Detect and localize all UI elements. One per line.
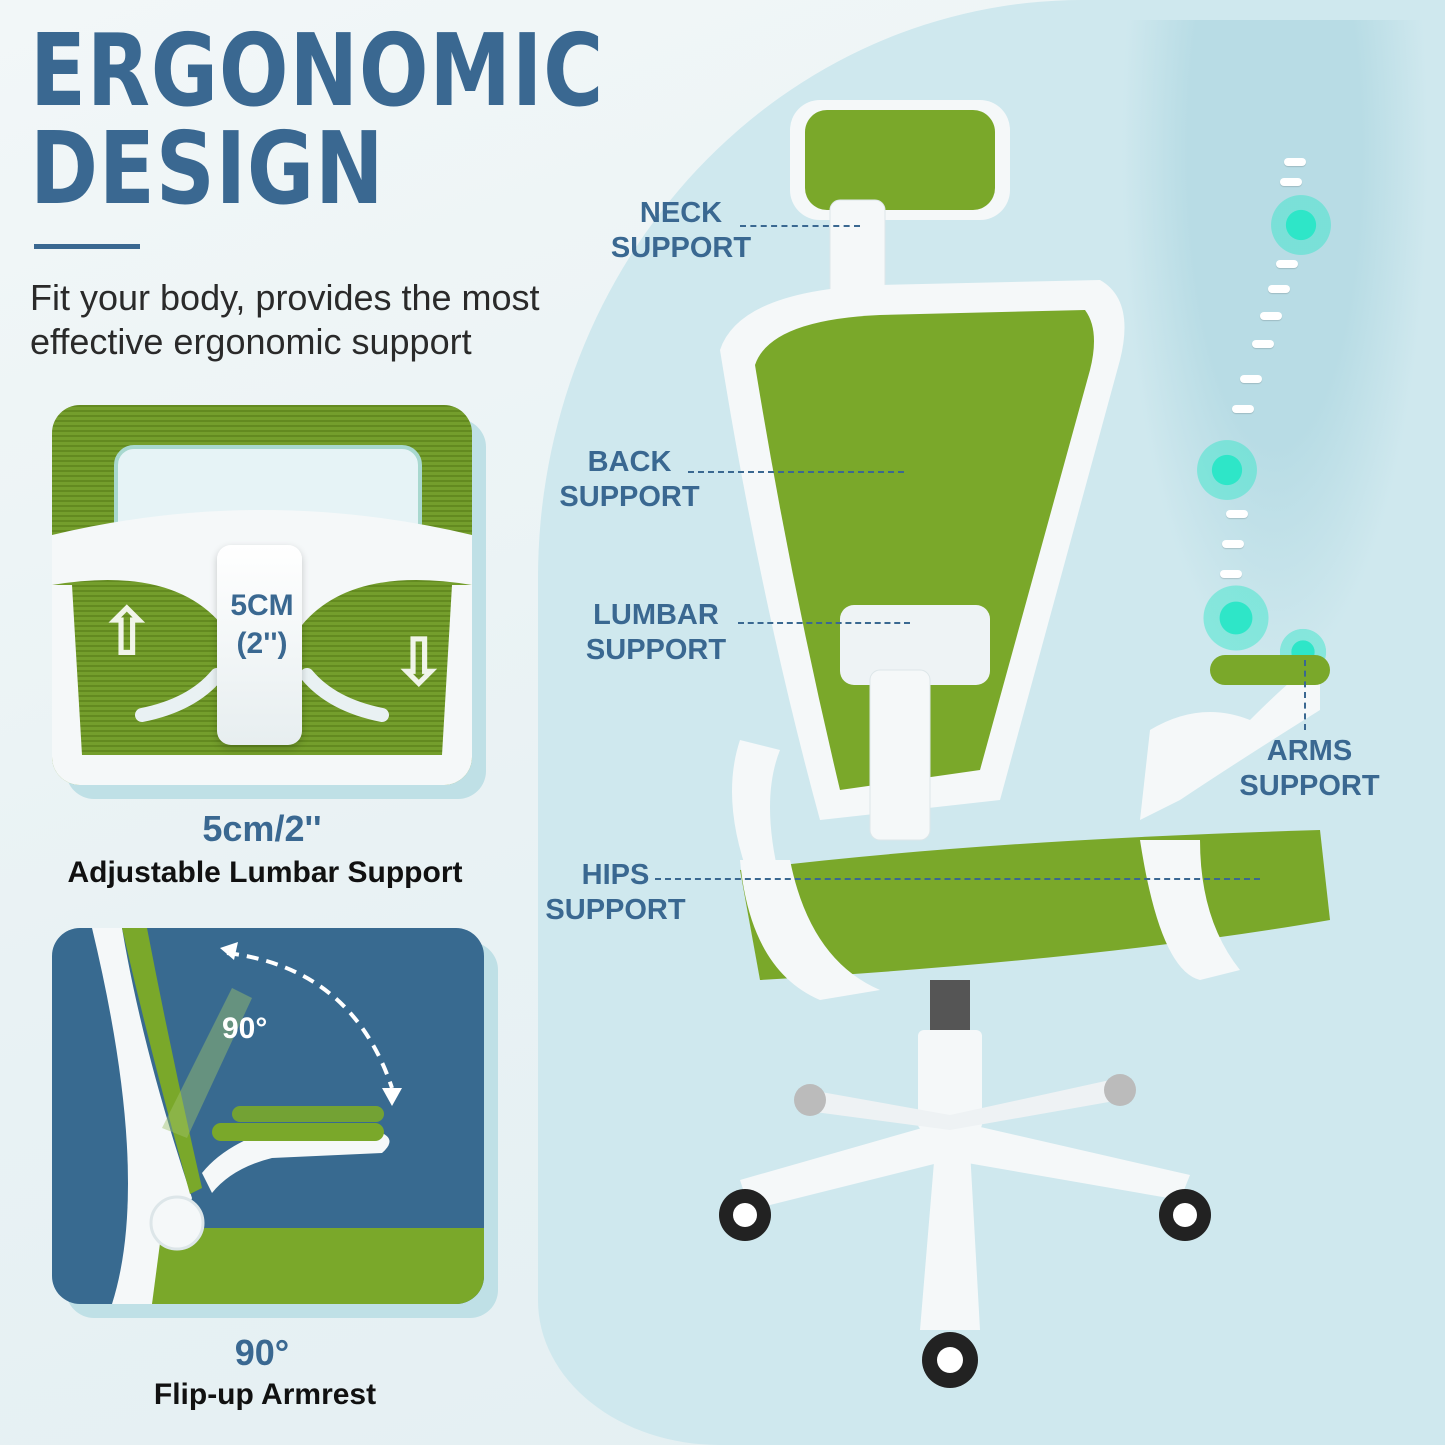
subtitle-line-1: Fit your body, provides the most [30, 277, 540, 318]
callout-line-2: SUPPORT [610, 232, 752, 264]
arrow-down-icon: ⇩ [392, 626, 446, 698]
subtitle-line-2: effective ergonomic support [30, 321, 472, 362]
callout-line-1: BACK [587, 446, 672, 478]
callout-line-2: SUPPORT [585, 634, 727, 666]
lumbar-overlay-line-1: 5CM [230, 589, 294, 622]
neck-leader-line [740, 225, 860, 227]
callout-line-1: HIPS [581, 859, 650, 891]
spine-vertebra [1226, 510, 1248, 518]
neck-glow-icon [1266, 190, 1336, 260]
callout-hips-support: HIPS SUPPORT [538, 858, 693, 928]
back-leader-line [688, 471, 904, 473]
callout-arms-support: ARMS SUPPORT [1232, 734, 1387, 804]
spine-vertebra [1232, 405, 1254, 413]
spine-vertebra [1284, 158, 1306, 166]
spine-vertebra [1280, 178, 1302, 186]
callout-line-1: NECK [639, 197, 723, 229]
spine-vertebra [1220, 570, 1242, 578]
lumbar-overlay-label: 5CM (2'') [202, 587, 322, 663]
armrest-illustration [92, 928, 484, 1304]
lumbar-leader-line [738, 622, 910, 624]
callout-line-1: ARMS [1266, 735, 1353, 767]
hips-leader-line [655, 878, 1260, 880]
lumbar-glow-icon [1198, 580, 1274, 656]
lumbar-label: Adjustable Lumbar Support [67, 856, 463, 889]
callout-lumbar-support: LUMBAR SUPPORT [580, 598, 732, 668]
title-underline [34, 244, 140, 249]
armrest-value: 90° [234, 1332, 290, 1373]
armrest-label: Flip-up Armrest [153, 1378, 377, 1411]
subtitle: Fit your body, provides the most effecti… [30, 276, 570, 364]
armrest-feature-image [52, 928, 484, 1304]
office-chair-illustration [719, 100, 1330, 1388]
callout-neck-support: NECK SUPPORT [606, 196, 756, 266]
lumbar-value: 5cm/2'' [202, 808, 322, 849]
armrest-overlay-angle: 90° [222, 1012, 268, 1045]
callout-line-2: SUPPORT [1239, 770, 1380, 802]
arms-leader-line [1304, 660, 1306, 730]
title-line-2: DESIGN [30, 110, 385, 227]
callout-line-1: LUMBAR [593, 599, 719, 631]
spine-vertebra [1276, 260, 1298, 268]
lumbar-overlay-line-2: (2'') [236, 627, 288, 660]
spine-vertebra [1252, 340, 1274, 348]
spine-vertebra [1260, 312, 1282, 320]
callout-back-support: BACK SUPPORT [552, 445, 707, 515]
lumbar-feature-image: 5CM (2'') ⇧ ⇩ [52, 405, 472, 785]
spine-vertebra [1268, 285, 1290, 293]
title-line-1: ERGONOMIC [30, 12, 605, 129]
page-title: ERGONOMIC DESIGN [30, 12, 605, 227]
body-silhouette [1120, 20, 1430, 680]
spine-vertebra [1240, 375, 1262, 383]
spine-vertebra [1222, 540, 1244, 548]
back-glow-icon [1192, 435, 1262, 505]
arrow-up-icon: ⇧ [100, 596, 154, 668]
callout-line-2: SUPPORT [545, 894, 686, 926]
lumbar-adjuster [217, 545, 302, 745]
callout-line-2: SUPPORT [559, 481, 700, 513]
